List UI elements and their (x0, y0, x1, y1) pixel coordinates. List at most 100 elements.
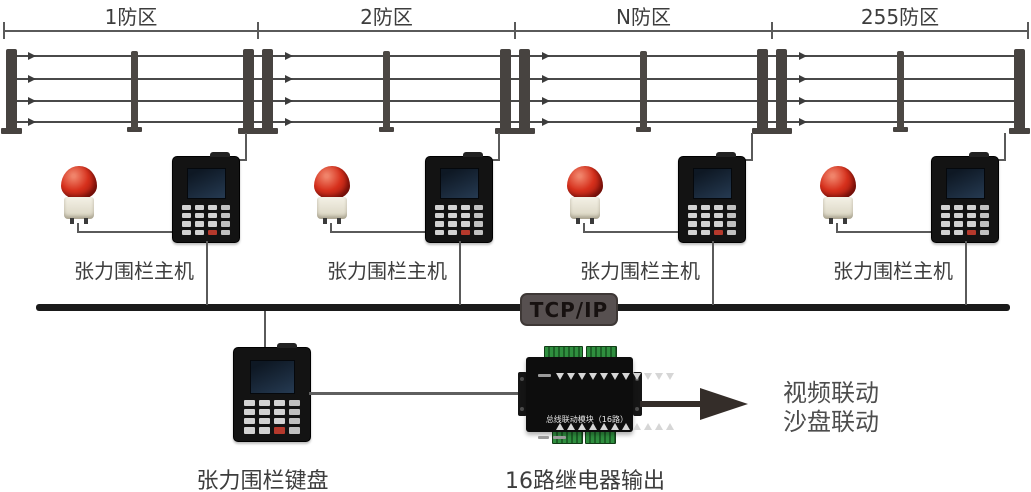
fence-post-base (514, 128, 535, 134)
keypad-key (980, 212, 990, 219)
fence-wire (10, 100, 1022, 102)
beacon-contact (590, 218, 594, 224)
keypad-key (194, 221, 204, 227)
keypad-key (447, 229, 457, 236)
device-top-connector (276, 343, 297, 348)
tension-arrow-icon (28, 118, 36, 126)
beacon-wire (77, 231, 173, 233)
device-keypad (243, 400, 301, 434)
fence-host-device (425, 152, 493, 243)
keypad-key (727, 229, 737, 236)
keypad-key (474, 229, 484, 236)
module-body: 总线联动模块（16路） (526, 357, 674, 439)
keypad-key (953, 221, 963, 227)
fence-post (519, 49, 530, 131)
host-label: 张力围栏主机 (327, 259, 447, 283)
fence-host-unit: 张力围栏主机 (759, 0, 1012, 492)
fence-host-unit: 张力围栏主机 (0, 0, 253, 492)
keypad-key (207, 212, 218, 219)
host-to-bus-wire (965, 241, 967, 305)
tension-arrow-icon (28, 97, 36, 105)
tension-arrow-icon (541, 118, 550, 126)
fence-to-host-wire (237, 159, 247, 161)
tension-arrow-icon (541, 75, 550, 83)
keypad-key (966, 212, 977, 219)
fence-to-host-wire (245, 133, 247, 161)
alarm-beacon-icon (567, 166, 603, 224)
keypad-key (460, 212, 471, 219)
tension-arrow-icon (798, 97, 807, 105)
fence-to-host-wire (1004, 133, 1006, 161)
module-mounting-ear (518, 372, 527, 416)
fence-host-device (172, 152, 240, 243)
keypad-key (700, 221, 710, 227)
beacon-contact (843, 218, 847, 224)
keypad-key (460, 204, 471, 210)
keypad-key (713, 212, 724, 219)
keypad-key (980, 204, 990, 210)
keypad-key (713, 229, 724, 236)
host-to-bus-wire (459, 241, 461, 305)
keyboard-caption: 张力围栏键盘 (196, 469, 329, 492)
keypad-key (713, 221, 724, 227)
beacon-wire (330, 231, 426, 233)
device-screen (692, 168, 733, 199)
tension-arrow-icon (798, 118, 807, 126)
fence-to-host-wire (743, 159, 753, 161)
fence-post-base (238, 128, 259, 134)
keypad-key (700, 229, 710, 236)
keypad-key (258, 409, 270, 416)
keypad-key (687, 221, 697, 227)
zone-label: N防区 (616, 5, 671, 29)
alarm-beacon-icon (820, 166, 856, 224)
terminal-indicator-icon (578, 423, 586, 430)
fence-post (5, 49, 17, 131)
terminal-indicator-icon (556, 373, 564, 380)
fence-host-unit: 张力围栏主机 (506, 0, 759, 492)
zone-bracket-tick (257, 22, 259, 39)
beacon-contact (323, 218, 327, 224)
keypad-key (289, 418, 301, 425)
device-screen (249, 360, 296, 394)
beacon-contact (829, 218, 833, 224)
keypad-key (243, 400, 255, 407)
keypad-key (243, 409, 255, 416)
fence-post (500, 49, 511, 131)
tension-arrow-icon (28, 52, 36, 60)
keypad-key (221, 204, 231, 210)
keypad-key (966, 229, 977, 236)
keypad-key (727, 221, 737, 227)
terminal-indicator-icon (666, 423, 674, 430)
fence-post-base (752, 128, 773, 134)
terminal-indicator-icon (655, 423, 663, 430)
keypad-key (700, 204, 710, 210)
linkage-line1: 视频联动 (783, 379, 879, 407)
beacon-base (823, 197, 853, 219)
device-keypad (687, 204, 737, 236)
keypad-key (273, 409, 286, 416)
fence-to-host-wire (490, 159, 500, 161)
linkage-text: 视频联动 沙盘联动 (783, 379, 879, 437)
terminal-indicator-icon (611, 423, 619, 430)
module-fine-print (538, 374, 551, 377)
keypad-key (966, 221, 977, 227)
tension-arrow-icon (284, 75, 293, 83)
keypad-key (289, 409, 301, 416)
beacon-wire (836, 223, 838, 233)
linkage-line2: 沙盘联动 (783, 408, 879, 436)
device-keypad (434, 204, 484, 236)
device-screen (186, 168, 227, 199)
keypad-key (980, 229, 990, 236)
host-to-bus-wire (206, 241, 208, 305)
fence-post (776, 49, 787, 131)
beacon-base (317, 197, 347, 219)
keypad-key (474, 204, 484, 210)
keypad-key (940, 221, 950, 227)
fence-to-host-wire (498, 133, 500, 161)
beacon-wire (77, 223, 79, 233)
keypad-key (221, 212, 231, 219)
keypad-key (687, 229, 697, 236)
keypad-key (940, 212, 950, 219)
terminal-indicator-icon (589, 373, 597, 380)
keypad-key (460, 229, 471, 236)
